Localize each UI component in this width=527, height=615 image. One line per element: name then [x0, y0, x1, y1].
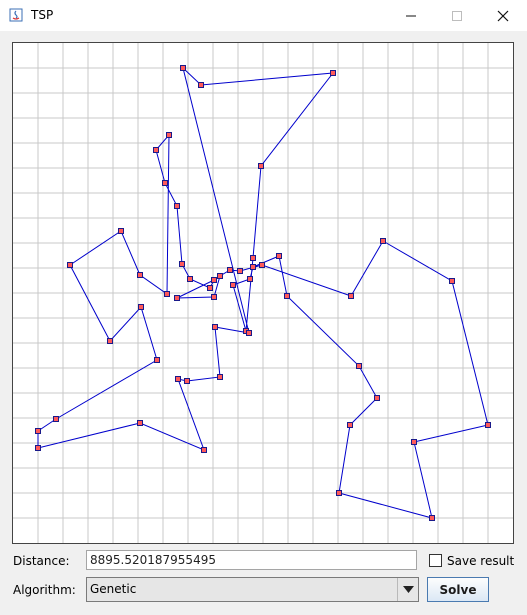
city-node [107, 338, 113, 344]
city-node [137, 420, 143, 426]
city-node [259, 262, 265, 268]
city-node [35, 445, 41, 451]
city-node [201, 447, 207, 453]
city-node [380, 238, 386, 244]
city-node [485, 422, 491, 428]
city-node [187, 276, 193, 282]
city-node [247, 276, 253, 282]
city-node [67, 262, 73, 268]
city-node [118, 228, 124, 234]
java-icon [9, 8, 23, 22]
city-node [211, 277, 217, 283]
city-node [179, 261, 185, 267]
dropdown-button[interactable] [397, 578, 418, 601]
city-node [211, 294, 217, 300]
city-node [174, 295, 180, 301]
city-node [174, 203, 180, 209]
save-result-checkbox[interactable] [429, 554, 442, 567]
city-node [212, 324, 218, 330]
city-node [162, 180, 168, 186]
chevron-down-icon [402, 586, 414, 593]
city-node [374, 395, 380, 401]
maximize-icon [452, 10, 462, 21]
title-bar: TSP [0, 0, 527, 31]
city-node [429, 515, 435, 521]
algorithm-label: Algorithm: [13, 583, 76, 597]
city-node [35, 428, 41, 434]
city-node [330, 70, 336, 76]
city-node [356, 363, 362, 369]
distance-value: 8895.520187955495 [90, 553, 216, 567]
algorithm-value: Genetic [90, 582, 137, 596]
city-node [137, 272, 143, 278]
city-node [153, 147, 159, 153]
city-node [246, 330, 252, 336]
distance-label: Distance: [13, 554, 70, 568]
city-node [237, 268, 243, 274]
city-node [217, 374, 223, 380]
city-node [166, 132, 172, 138]
city-node [207, 285, 213, 291]
city-node [53, 416, 59, 422]
maximize-button[interactable] [434, 0, 480, 31]
city-node [198, 82, 204, 88]
city-node [347, 422, 353, 428]
distance-field[interactable]: 8895.520187955495 [86, 550, 417, 570]
city-node [449, 278, 455, 284]
city-node [411, 439, 417, 445]
city-node [154, 357, 160, 363]
tour-canvas[interactable] [12, 42, 514, 544]
solve-label: Solve [439, 582, 477, 597]
algorithm-select[interactable]: Genetic [86, 577, 419, 602]
minimize-icon [406, 15, 416, 16]
city-node [230, 282, 236, 288]
save-result-label: Save result [447, 554, 515, 568]
city-node [250, 264, 256, 270]
minimize-button[interactable] [388, 0, 434, 31]
city-node [258, 163, 264, 169]
close-icon [497, 10, 509, 21]
city-node [175, 376, 181, 382]
city-node [217, 273, 223, 279]
city-node [180, 65, 186, 71]
city-node [184, 378, 190, 384]
close-button[interactable] [480, 0, 526, 31]
city-node [276, 253, 282, 259]
city-node [348, 293, 354, 299]
solve-button[interactable]: Solve [427, 577, 489, 602]
city-node [284, 293, 290, 299]
city-node [138, 304, 144, 310]
city-node [227, 267, 233, 273]
window-title: TSP [31, 8, 54, 22]
city-node [250, 255, 256, 261]
tour-plot [13, 43, 513, 543]
city-node [336, 490, 342, 496]
grid [13, 43, 513, 543]
city-node [164, 291, 170, 297]
